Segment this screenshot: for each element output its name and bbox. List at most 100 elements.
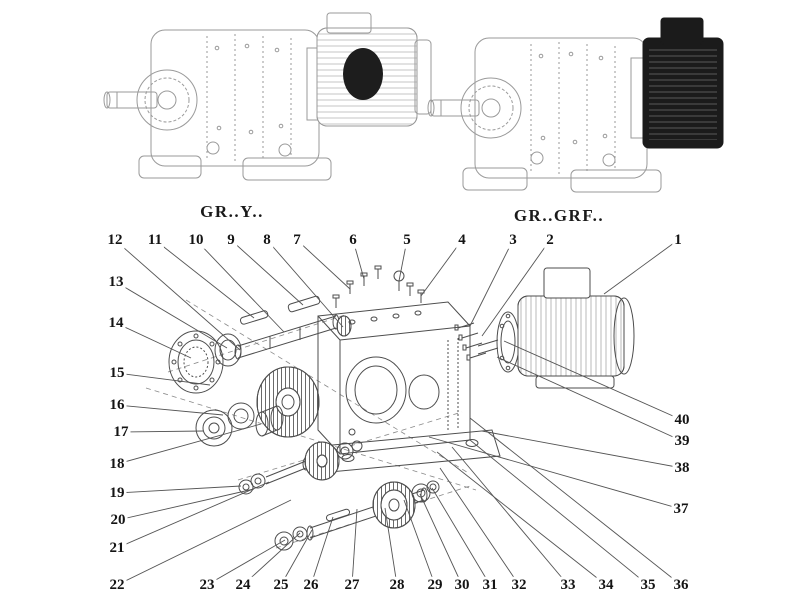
part-number-9: 9: [225, 231, 237, 249]
part-number-2: 2: [544, 231, 556, 249]
assembled-unit-right-illustration: [427, 17, 724, 193]
leader-line-27: [351, 508, 358, 586]
leader-line-3: [469, 239, 514, 327]
leader-line-9: [230, 239, 304, 306]
part-number-15: 15: [107, 364, 127, 382]
part-number-25: 25: [271, 576, 291, 594]
leader-line-8: [266, 239, 344, 328]
leader-line-38: [481, 430, 683, 469]
motor-terminal-box: [543, 267, 591, 299]
part-number-6: 6: [347, 231, 359, 249]
leader-line-11: [154, 239, 255, 319]
part-number-8: 8: [261, 231, 273, 249]
part-number-24: 24: [233, 576, 253, 594]
leader-line-37: [428, 436, 682, 510]
leader-line-22: [116, 499, 292, 586]
gearbox-housing-right: [474, 37, 648, 179]
part-number-26: 26: [301, 576, 321, 594]
leader-line-36: [469, 417, 682, 586]
motor-exploded: [477, 267, 635, 389]
leader-line-18: [116, 423, 262, 465]
leader-line-21: [116, 481, 270, 549]
leader-line-24: [242, 532, 301, 586]
leader-line-17: [120, 430, 205, 433]
motor-dark-core: [343, 48, 383, 100]
flange-motor-right: [630, 17, 724, 149]
intermediate-shaft: [234, 314, 340, 360]
input-pinion: [336, 315, 352, 337]
part-number-37: 37: [671, 500, 691, 518]
leader-line-14: [115, 322, 192, 359]
gearbox-housing-left: [150, 29, 320, 167]
output-shaft-right: [427, 99, 480, 117]
leader-line-12: [114, 239, 241, 351]
part-number-32: 32: [509, 576, 529, 594]
leader-line-31: [431, 487, 491, 586]
part-number-5: 5: [401, 231, 413, 249]
output-shaft-left: [103, 91, 158, 109]
gearbox-front-face-left: [136, 69, 198, 131]
leader-line-4: [420, 239, 463, 297]
part-number-29: 29: [425, 576, 445, 594]
leader-line-35: [469, 439, 649, 586]
part-number-4: 4: [456, 231, 468, 249]
output-flange: [168, 330, 224, 394]
leader-line-33: [451, 446, 569, 586]
part-number-7: 7: [291, 231, 303, 249]
leader-line-23: [206, 539, 286, 586]
part-number-17: 17: [111, 423, 131, 441]
part-number-14: 14: [106, 314, 126, 332]
large-helical-gear: [256, 366, 320, 438]
leader-line-28: [384, 507, 398, 586]
part-number-27: 27: [342, 576, 362, 594]
gearbox-feet-right: [462, 167, 662, 193]
leader-line-40: [503, 340, 683, 421]
leader-line-34: [436, 451, 607, 586]
gearbox-front-face-right: [460, 77, 522, 139]
motor-feet: [535, 375, 615, 389]
part-number-1: 1: [672, 231, 684, 249]
leader-line-2: [481, 239, 551, 337]
leader-line-32: [439, 467, 520, 586]
part-number-16: 16: [107, 396, 127, 414]
bearing-set: [195, 402, 284, 447]
part-number-30: 30: [452, 576, 472, 594]
part-number-28: 28: [387, 576, 407, 594]
leader-line-1: [603, 239, 679, 295]
leader-line-39: [496, 356, 683, 442]
leader-line-30: [419, 493, 463, 586]
leader-line-25: [280, 529, 313, 586]
leader-line-29: [403, 499, 436, 586]
part-number-22: 22: [107, 576, 127, 594]
model-caption-right: GR..GRF..: [513, 206, 605, 225]
leader-line-10: [195, 239, 285, 333]
intermediate-gear-set: [238, 440, 363, 495]
leader-line-20: [117, 488, 255, 521]
fan-cover-left: [414, 39, 432, 115]
gearbox-feet-left: [138, 155, 332, 181]
part-number-12: 12: [105, 231, 125, 249]
part-number-19: 19: [107, 484, 127, 502]
part-number-36: 36: [671, 576, 691, 594]
leader-line-26: [310, 516, 334, 586]
part-number-3: 3: [507, 231, 519, 249]
part-number-11: 11: [145, 231, 165, 249]
part-number-38: 38: [672, 459, 692, 477]
exploded-view: [145, 265, 635, 551]
part-number-40: 40: [672, 411, 692, 429]
terminal-box-right: [660, 17, 704, 45]
part-number-34: 34: [596, 576, 616, 594]
leader-line-7: [296, 239, 351, 290]
part-number-21: 21: [107, 539, 127, 557]
leader-line-19: [116, 485, 242, 494]
part-number-13: 13: [106, 273, 126, 291]
gear-housing: [317, 301, 471, 455]
part-number-31: 31: [480, 576, 500, 594]
motor-left: [306, 12, 432, 127]
part-number-18: 18: [107, 455, 127, 473]
leader-line-15: [116, 372, 211, 386]
